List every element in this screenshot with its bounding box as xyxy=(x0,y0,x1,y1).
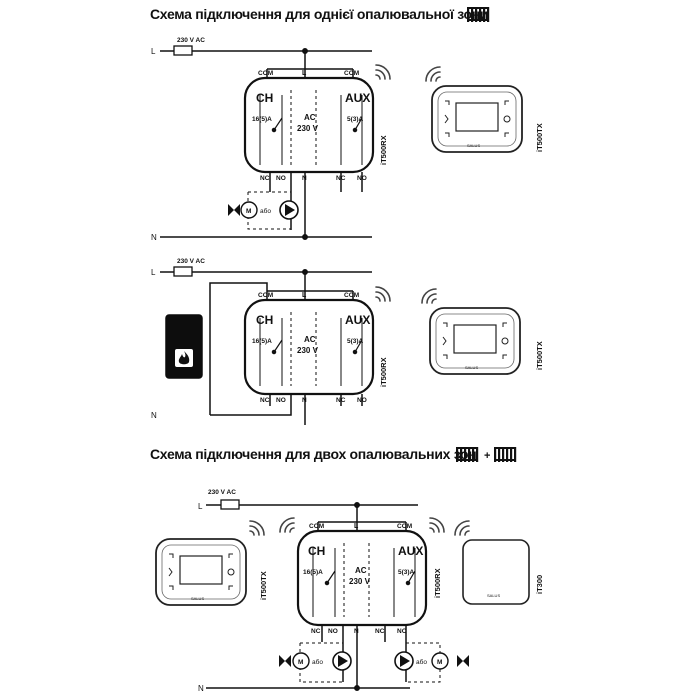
aux-rating: 5(3)A xyxy=(347,338,364,345)
nc-label: NC xyxy=(336,175,346,182)
thermostat-model-label: iT500TX xyxy=(535,341,544,370)
n-terminal-label: N xyxy=(354,628,359,635)
ac-voltage: 230 V xyxy=(349,577,371,586)
voltage-label: 230 V AC xyxy=(208,489,236,496)
room-thermostat-it300 xyxy=(462,539,530,605)
l-terminal-label: L xyxy=(354,523,359,530)
thermostat-model-label: iT500TX xyxy=(535,123,544,152)
brand-label: SALUS xyxy=(487,593,500,598)
motor-label: M xyxy=(298,659,303,666)
brand-label: SALUS xyxy=(191,596,204,601)
radiator-icon xyxy=(494,447,517,462)
ac-label: AC xyxy=(304,113,316,122)
no-label: NO xyxy=(276,397,286,404)
wireless-signal-icon xyxy=(375,64,391,80)
radiator-icon xyxy=(467,7,490,22)
com-label: COM xyxy=(309,523,324,530)
two-zone-heading: Схема підключення для двох опалювальних … xyxy=(150,446,477,462)
diagram-two-zone xyxy=(206,499,470,691)
voltage-label: 230 V AC xyxy=(177,258,205,265)
neutral-label: N xyxy=(151,233,157,242)
l-terminal-label: L xyxy=(302,70,307,77)
ch-rating: 16(5)A xyxy=(252,116,272,123)
aux-label: AUX xyxy=(398,544,423,558)
nc-label: NC xyxy=(375,628,385,635)
receiver-model-label: iT500RX xyxy=(379,357,388,387)
com-label: COM xyxy=(258,292,273,299)
aux-rating: 5(3)A xyxy=(398,569,415,576)
motorised-valve-icon xyxy=(240,201,258,219)
no-label: NO xyxy=(357,397,367,404)
ch-label: CH xyxy=(256,313,273,327)
or-label: або xyxy=(260,207,271,215)
ch-rating: 16(5)A xyxy=(252,338,272,345)
receiver-model-label: iT500RX xyxy=(379,135,388,165)
receiver-model-label: iT500RX xyxy=(433,568,442,598)
radiator-icon xyxy=(456,447,479,462)
plus-sign: + xyxy=(484,450,490,462)
single-zone-heading: Схема підключення для однієї опалювально… xyxy=(150,6,489,22)
diagram-3-labels: 230 V AC L N COM L COM CH AUX 16(5)A 5(3… xyxy=(155,489,544,693)
no-label: NO xyxy=(397,628,407,635)
neutral-label: N xyxy=(198,684,204,693)
diagram-1-labels: 230 V AC L N COM L COM CH AUX 16(5)A 5(3… xyxy=(151,37,544,242)
no-label: NO xyxy=(276,175,286,182)
thermostat-model-label: iT500TX xyxy=(259,571,268,600)
motor-label: M xyxy=(437,659,442,666)
ac-voltage: 230 V xyxy=(297,124,319,133)
or-label: або xyxy=(416,658,427,666)
nc-label: NC xyxy=(336,397,346,404)
aux-rating: 5(3)A xyxy=(347,116,364,123)
line-label: L xyxy=(151,47,156,56)
n-terminal-label: N xyxy=(302,175,307,182)
ch-label: CH xyxy=(256,91,273,105)
ac-label: AC xyxy=(304,335,316,344)
nc-label: NC xyxy=(260,397,270,404)
secondary-thermostat-model-label: iT300 xyxy=(535,575,544,594)
line-label: L xyxy=(151,268,156,277)
com-label: COM xyxy=(258,70,273,77)
brand-label: SALUS xyxy=(467,143,480,148)
l-terminal-label: L xyxy=(302,292,307,299)
n-terminal-label: N xyxy=(302,397,307,404)
diagram-single-zone-boiler xyxy=(160,266,437,425)
no-label: NO xyxy=(328,628,338,635)
line-label: L xyxy=(198,502,203,511)
ac-voltage: 230 V xyxy=(297,346,319,355)
nc-label: NC xyxy=(311,628,321,635)
ch-label: CH xyxy=(308,544,325,558)
wireless-signal-icon xyxy=(425,66,441,82)
voltage-label: 230 V AC xyxy=(177,37,205,44)
com-label: COM xyxy=(397,523,412,530)
ac-label: AC xyxy=(355,566,367,575)
or-label: або xyxy=(312,658,323,666)
aux-label: AUX xyxy=(345,313,370,327)
aux-label: AUX xyxy=(345,91,370,105)
neutral-label: N xyxy=(151,411,157,420)
motor-label: M xyxy=(246,208,251,215)
com-label: COM xyxy=(344,292,359,299)
nc-label: NC xyxy=(260,175,270,182)
com-label: COM xyxy=(344,70,359,77)
ch-rating: 16(5)A xyxy=(303,569,323,576)
diagram-2-labels: 230 V AC L N COM L COM CH AUX 16(5)A 5(3… xyxy=(151,258,544,420)
brand-label: SALUS xyxy=(465,365,478,370)
diagram-single-zone-pump xyxy=(160,45,441,240)
boiler xyxy=(165,314,203,379)
no-label: NO xyxy=(357,175,367,182)
fuse xyxy=(173,45,193,56)
